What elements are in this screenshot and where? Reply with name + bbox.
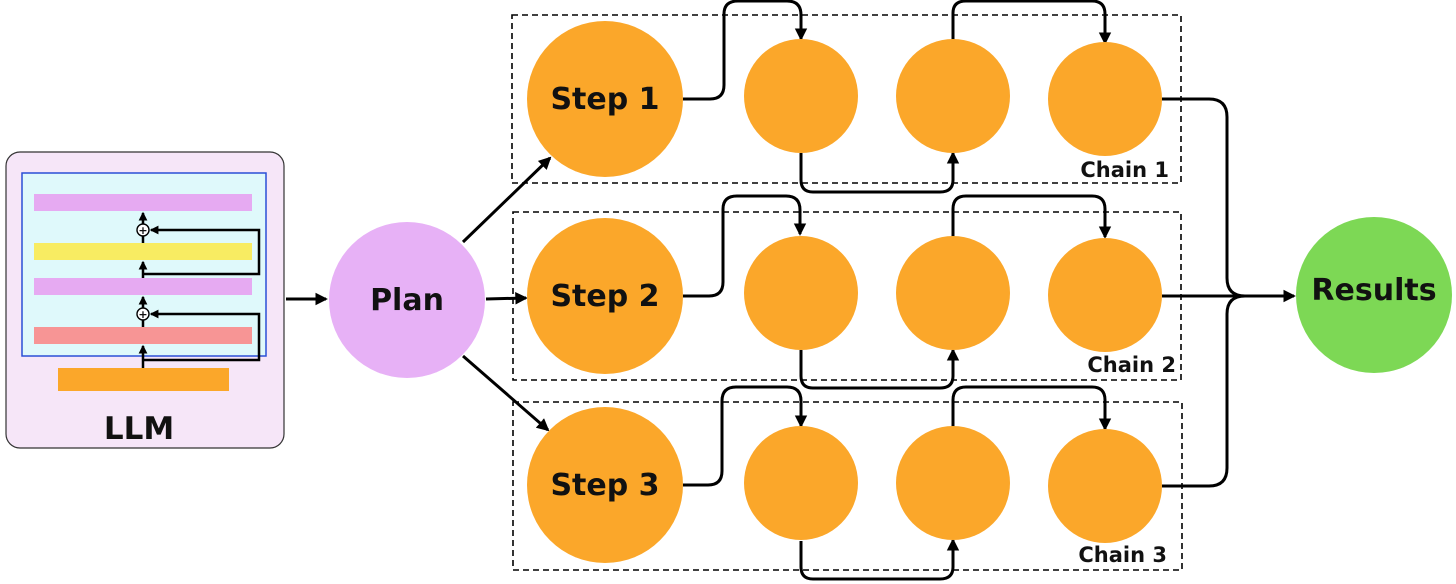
- svg-text:+: +: [138, 224, 147, 237]
- chain-3: Step 3 Chain 3: [512, 385, 1183, 581]
- chain-2-link-1: [683, 194, 807, 298]
- results-node: Results: [1296, 217, 1452, 373]
- chain-3-node-4: [1048, 429, 1162, 543]
- chain-1-step-node: Step 1: [527, 21, 683, 177]
- llm-layer-bar-red: [34, 327, 252, 344]
- llm-block: + + LLM: [5, 151, 285, 449]
- chain-2-link-3: [951, 194, 1112, 239]
- chain-2-label: Chain 2: [1087, 353, 1176, 377]
- llm-label: LLM: [104, 411, 174, 447]
- llm-embedding-bar: [58, 368, 229, 391]
- chain-2-link-2: [799, 348, 960, 390]
- chain-1-link-3: [951, 0, 1112, 45]
- merge-from-chain-1: [1162, 97, 1260, 298]
- chain-2-node-4: [1048, 238, 1162, 352]
- llm-add-node-upper: +: [136, 223, 150, 237]
- chain-2-node-2: [744, 236, 858, 350]
- chain-3-link-2: [799, 538, 960, 581]
- chain-1-link-2: [799, 151, 960, 194]
- llm-layer-bar-yellow: [34, 243, 252, 260]
- chain-3-step-node: Step 3: [527, 407, 683, 563]
- chain-1-node-4: [1048, 42, 1162, 156]
- chain-3-link-3: [951, 385, 1112, 431]
- chain-1: Step 1 Chain 1: [511, 0, 1182, 194]
- chain-2-step-label: Step 2: [550, 279, 659, 314]
- chain-3-node-3: [896, 426, 1010, 540]
- plan-label: Plan: [370, 283, 444, 318]
- chain-3-node-2: [744, 426, 858, 540]
- plan-node: Plan: [329, 222, 485, 378]
- chain-3-label: Chain 3: [1078, 543, 1167, 567]
- svg-text:+: +: [138, 308, 147, 321]
- llm-residual-upper: [143, 225, 261, 276]
- chain-3-step-label: Step 3: [550, 468, 659, 503]
- chain-2-step-node: Step 2: [527, 218, 683, 374]
- chain-2: Step 2 Chain 2: [512, 194, 1182, 390]
- chain-1-node-3: [896, 39, 1010, 153]
- llm-layer-bar-top: [34, 194, 252, 211]
- chain-1-step-label: Step 1: [550, 82, 659, 117]
- chain-1-node-2: [744, 39, 858, 153]
- arrow-plan-to-step-1: [461, 156, 552, 244]
- chain-1-link-1: [683, 0, 808, 101]
- llm-residual-lower: [143, 309, 261, 362]
- chain-1-label: Chain 1: [1080, 158, 1169, 182]
- chain-3-link-1: [683, 385, 808, 487]
- arrow-plan-to-step-2: [485, 291, 528, 305]
- merge-from-chain-3: [1162, 294, 1246, 488]
- llm-layer-bar-middle: [34, 278, 252, 295]
- results-label: Results: [1311, 273, 1436, 308]
- chain-2-node-3: [896, 236, 1010, 350]
- arrow-plan-to-step-3: [462, 354, 550, 432]
- llm-add-node-lower: +: [136, 307, 150, 321]
